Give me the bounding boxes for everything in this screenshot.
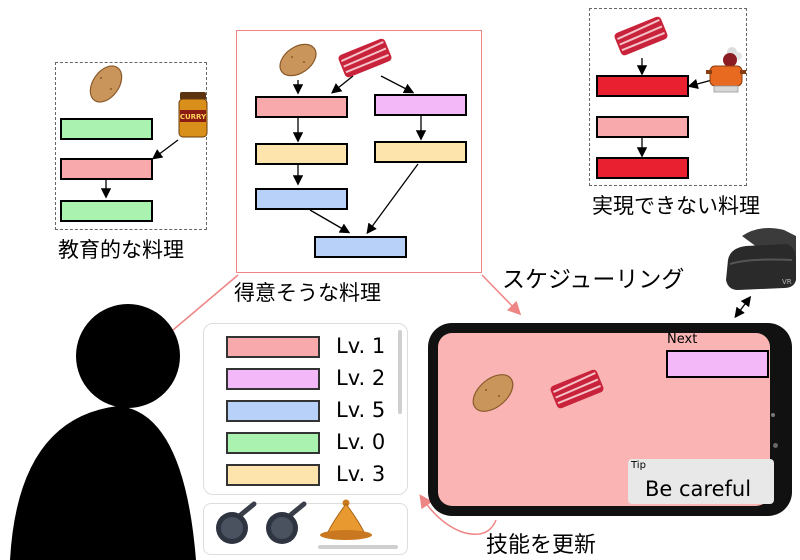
caption-good-at: 得意そうな料理 <box>234 281 381 305</box>
tip-panel: Tip Be careful <box>628 459 774 504</box>
caption-educational: 教育的な料理 <box>58 238 184 262</box>
impossible-node-red-1 <box>596 75 689 97</box>
meat-icon <box>550 369 604 409</box>
curry-can-icon: CURRY <box>178 92 208 138</box>
skill-level-panel: Lv. 1 Lv. 2 Lv. 5 Lv. 0 Lv. 3 <box>203 323 408 495</box>
educational-dishes-panel <box>55 62 207 230</box>
frying-pan-icon <box>266 501 307 544</box>
cookware-scrollbar[interactable] <box>318 545 398 549</box>
caption-update-skill: 技能を更新 <box>486 533 597 558</box>
good-node-purple <box>374 94 467 116</box>
potato-icon <box>89 65 123 103</box>
impossible-dishes-panel <box>589 8 747 186</box>
legend-swatch <box>226 464 320 486</box>
curry-can-label: CURRY <box>180 113 207 121</box>
legend-label: Lv. 5 <box>336 398 386 422</box>
caption-scheduling: スケジューリング <box>502 267 685 293</box>
edu-node-2 <box>60 158 153 180</box>
phone-camera-dot <box>773 443 778 448</box>
edu-node-3 <box>60 200 153 222</box>
good-node-yellow-left <box>255 143 348 165</box>
good-at-dishes-panel <box>236 30 482 273</box>
person-silhouette-icon <box>10 304 196 560</box>
legend-label: Lv. 1 <box>336 334 386 358</box>
legend-label: Lv. 2 <box>336 366 386 390</box>
tip-label: Tip <box>631 460 646 471</box>
tajine-pot-icon <box>320 499 372 540</box>
caption-impossible: 実現できない料理 <box>592 194 760 218</box>
impossible-node-pink <box>596 116 689 138</box>
legend-label: Lv. 3 <box>336 462 386 486</box>
impossible-node-red-2 <box>596 157 689 179</box>
vr-headset-icon: VR <box>726 228 796 290</box>
tip-text: Be careful <box>645 477 752 501</box>
frying-pan-icon <box>216 501 257 544</box>
vr-label: VR <box>782 278 792 286</box>
meat-icon <box>614 16 668 56</box>
legend-swatch <box>226 336 320 358</box>
next-task-node[interactable] <box>666 350 769 378</box>
good-node-blue-bottom <box>314 236 407 258</box>
potato-icon <box>279 43 317 77</box>
edu-node-1 <box>60 118 153 140</box>
steaming-pot-icon <box>706 47 746 93</box>
legend-swatch <box>226 432 320 454</box>
phone-notch <box>770 375 790 465</box>
phone-side-button <box>771 413 775 417</box>
potato-icon <box>472 374 514 412</box>
legend-scrollbar[interactable] <box>398 330 402 414</box>
legend-swatch <box>226 400 320 422</box>
good-node-pink <box>255 96 348 118</box>
next-label: Next <box>667 332 698 347</box>
legend-swatch <box>226 368 320 390</box>
good-node-blue-mid <box>255 188 348 210</box>
good-node-yellow-right <box>374 141 467 163</box>
meat-icon <box>338 38 392 78</box>
legend-label: Lv. 0 <box>336 430 386 454</box>
